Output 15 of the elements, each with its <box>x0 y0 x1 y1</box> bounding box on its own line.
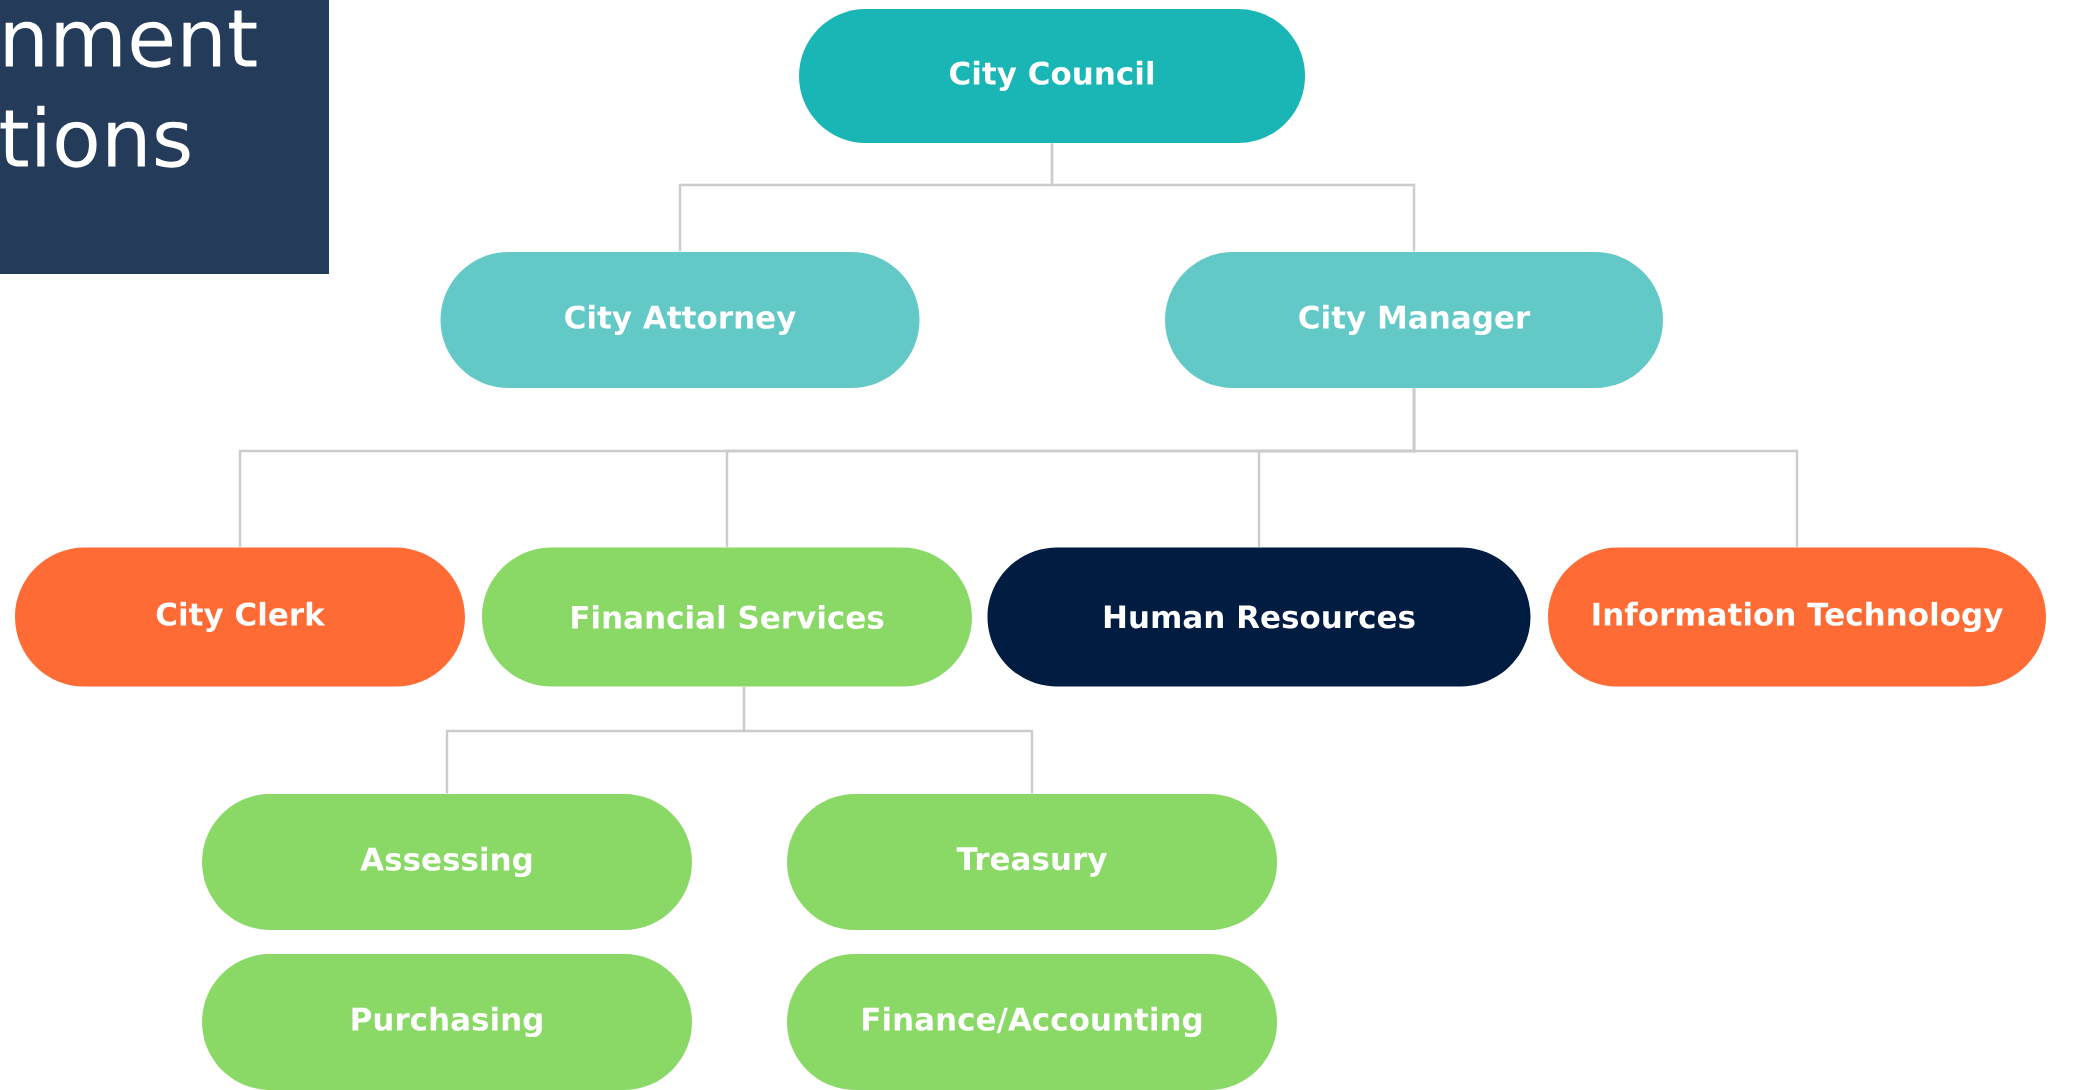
org-box: Financial Services <box>482 547 972 687</box>
org-box: Treasury <box>787 794 1277 930</box>
org-box: Purchasing <box>202 954 692 1090</box>
connector-line <box>1412 388 1799 548</box>
connector-line <box>1050 143 1416 252</box>
org-box: City Clerk <box>15 547 465 687</box>
org-box: Finance/Accounting <box>787 954 1277 1090</box>
title-box: nment tions <box>0 0 329 274</box>
org-box: City Council <box>799 9 1305 143</box>
org-box: City Manager <box>1165 252 1663 388</box>
connector-line <box>742 686 1034 794</box>
org-box: Human Resources <box>987 547 1531 687</box>
org-box: Assessing <box>202 794 692 930</box>
org-box: City Attorney <box>440 252 920 388</box>
org-box: Information Technology <box>1548 547 2046 687</box>
